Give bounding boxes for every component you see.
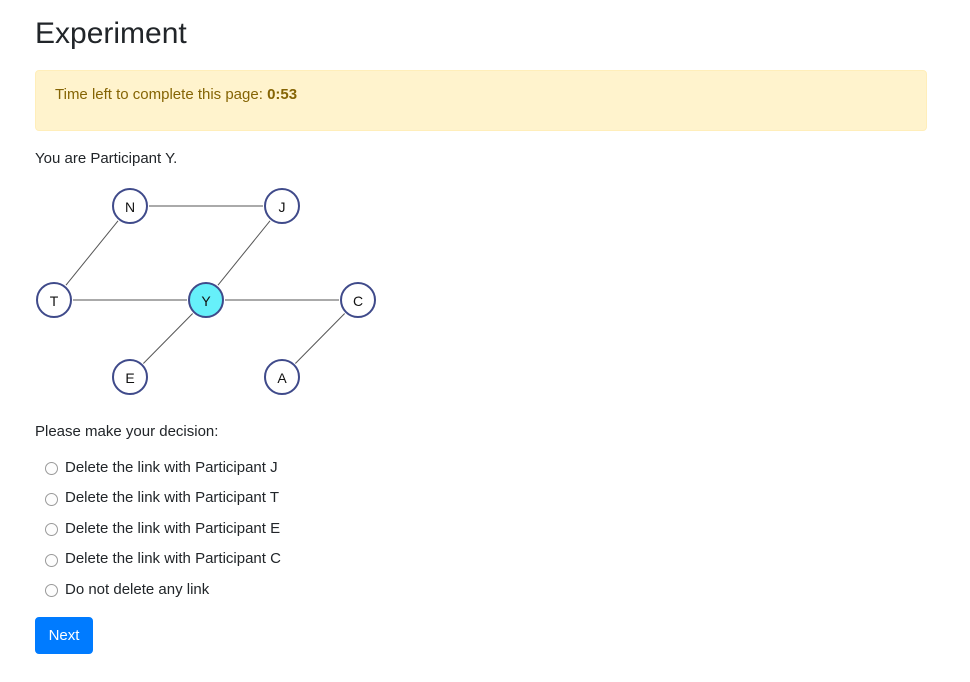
edge-y-e [142, 313, 194, 364]
node-label: C [353, 293, 363, 309]
radio-delete-c[interactable] [45, 553, 58, 567]
node-circle [112, 359, 148, 395]
edge-n-t [65, 220, 119, 286]
radio-no-delete[interactable] [45, 584, 58, 598]
option-delete-t[interactable]: Delete the link with Participant T [45, 483, 281, 514]
network-edges [65, 205, 346, 364]
node-n: N [112, 188, 148, 224]
node-circle [340, 282, 376, 318]
node-label: T [50, 293, 59, 309]
node-a: A [264, 359, 300, 395]
radio-delete-j[interactable] [45, 462, 58, 476]
option-label: Delete the link with Participant J [65, 458, 278, 476]
node-label: Y [201, 293, 211, 309]
page-title: Experiment [35, 17, 187, 50]
edge-j-y [217, 220, 271, 286]
network-nodes: N J T Y C E A [36, 188, 376, 395]
participant-intro: You are Participant Y. [35, 150, 178, 167]
radio-delete-t[interactable] [45, 492, 58, 506]
node-label: A [277, 370, 287, 386]
node-circle [264, 188, 300, 224]
next-button[interactable]: Next [35, 617, 93, 654]
timer-alert: Time left to complete this page: 0:53 [35, 70, 927, 131]
edge-c-a [294, 313, 346, 364]
radio-delete-e[interactable] [45, 523, 58, 537]
option-label: Delete the link with Participant E [65, 519, 281, 537]
node-e: E [112, 359, 148, 395]
node-circle [188, 282, 224, 318]
option-no-delete[interactable]: Do not delete any link [45, 574, 281, 605]
node-circle [264, 359, 300, 395]
timer-value: 0:53 [267, 86, 298, 103]
decision-options: Delete the link with Participant J Delet… [45, 452, 281, 605]
node-circle [112, 188, 148, 224]
timer-label: Time left to complete this page: [55, 86, 263, 103]
node-y: Y [188, 282, 224, 318]
option-label: Delete the link with Participant C [65, 550, 281, 568]
option-label: Delete the link with Participant T [65, 489, 279, 507]
network-graph: N J T Y C E A [36, 188, 376, 395]
node-c: C [340, 282, 376, 318]
option-delete-e[interactable]: Delete the link with Participant E [45, 513, 281, 544]
option-label: Do not delete any link [65, 580, 210, 598]
node-t: T [36, 282, 72, 318]
node-label: J [279, 199, 286, 215]
node-label: E [125, 370, 134, 386]
node-circle [36, 282, 72, 318]
node-label: N [125, 199, 135, 215]
option-delete-j[interactable]: Delete the link with Participant J [45, 452, 281, 483]
option-delete-c[interactable]: Delete the link with Participant C [45, 544, 281, 575]
decision-prompt: Please make your decision: [35, 423, 219, 440]
node-j: J [264, 188, 300, 224]
